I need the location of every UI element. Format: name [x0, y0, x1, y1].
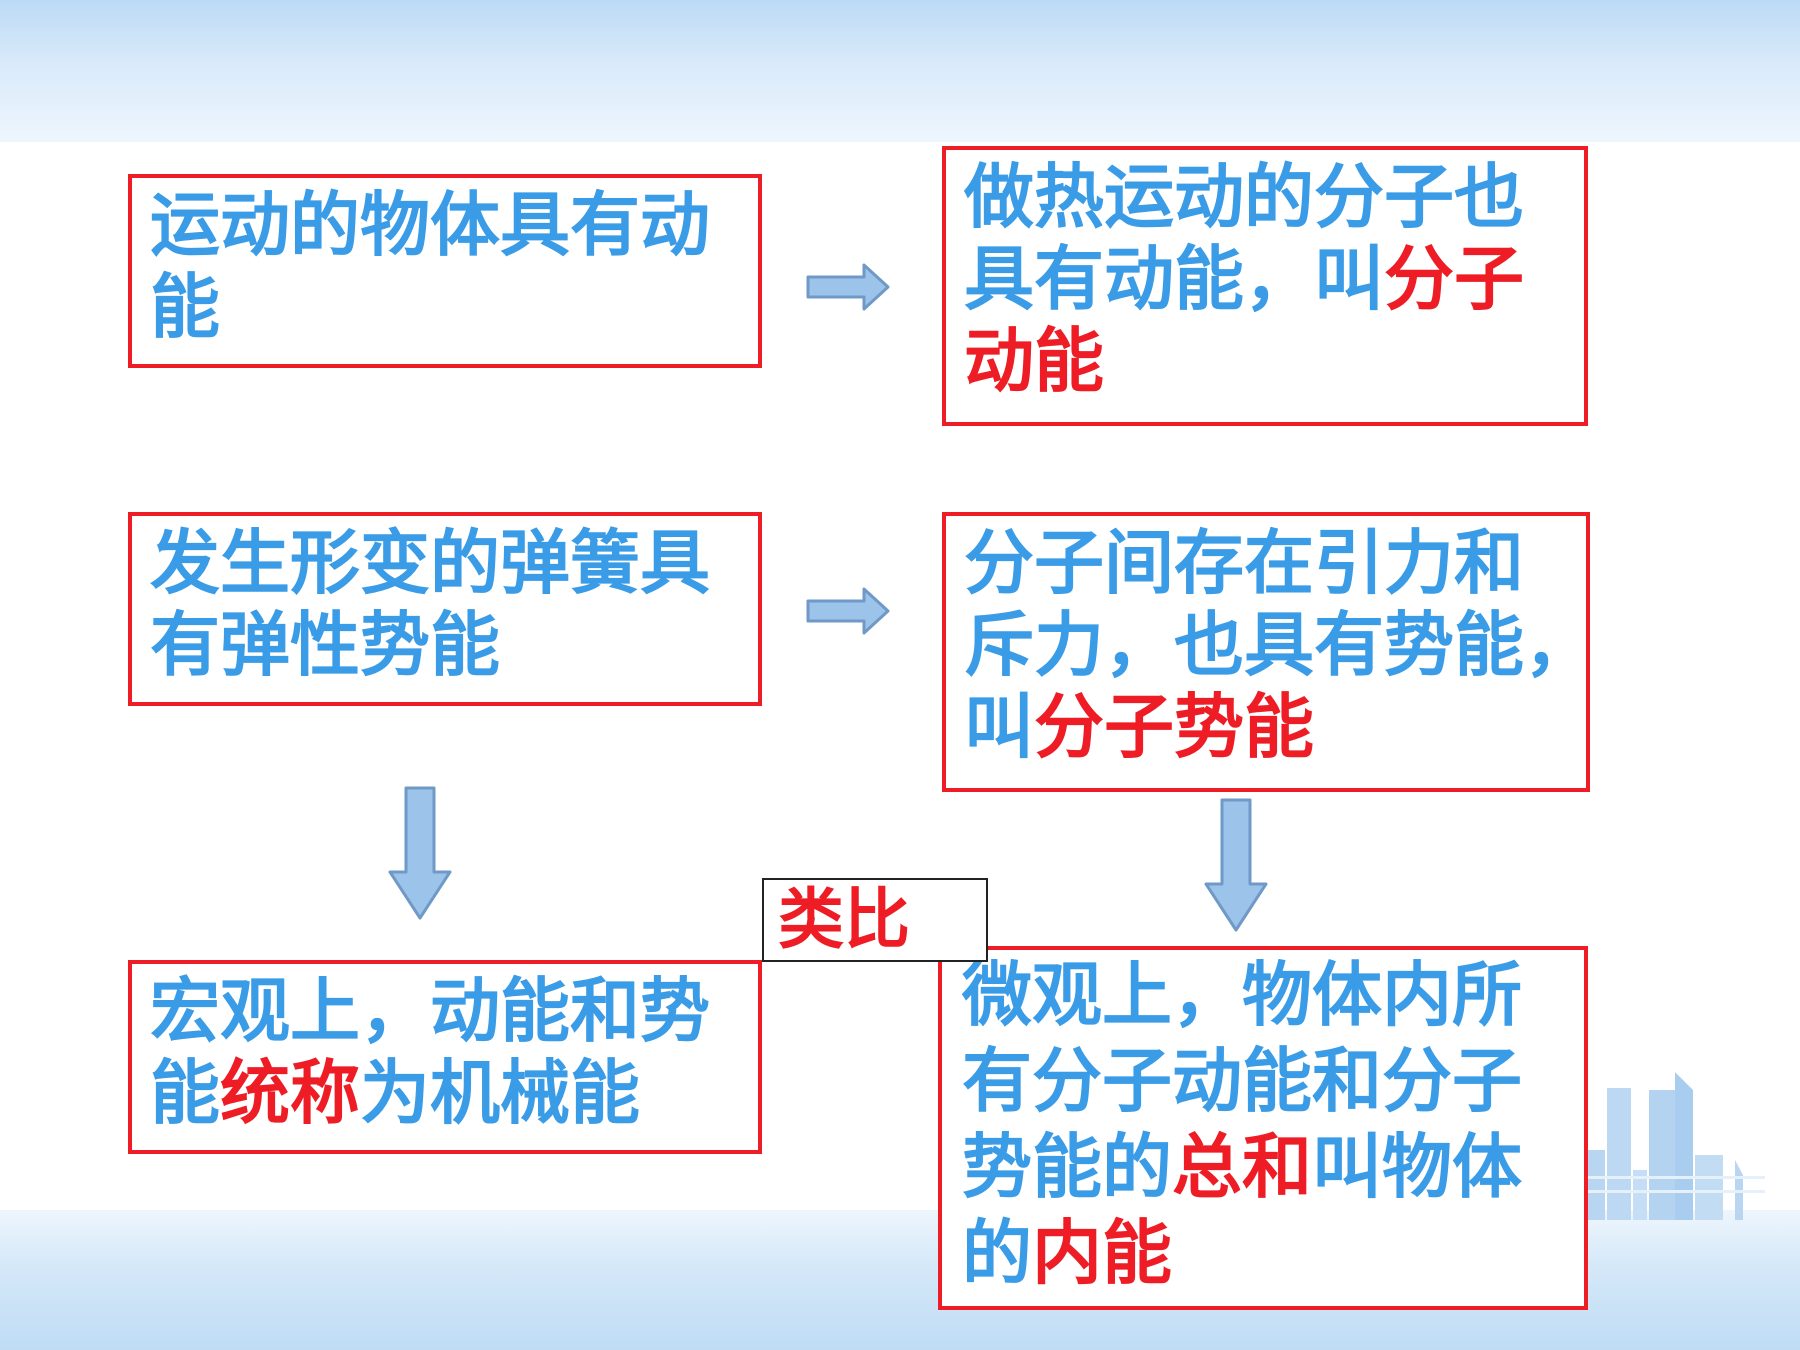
text-line: 分子间存在引力和	[964, 522, 1524, 604]
macro-kinetic-energy-text: 运动的物体具有动 能	[150, 184, 710, 348]
mechanical-energy-text: 宏观上，动能和势 能统称为机械能	[150, 970, 710, 1134]
down-arrow-icon	[1204, 798, 1268, 932]
analogy-label: 类比	[778, 881, 910, 958]
molecular-potential-energy-box: 分子间存在引力和 斥力，也具有势能， 叫分子势能	[942, 512, 1594, 792]
city-skyline-decoration	[1585, 1072, 1765, 1220]
text-line: 叫分子势能	[964, 686, 1594, 768]
molecular-kinetic-energy-text: 做热运动的分子也 具有动能，叫分子 动能	[964, 156, 1524, 402]
text-line: 发生形变的弹簧具	[150, 522, 710, 604]
text-line: 运动的物体具有动	[150, 184, 710, 266]
macro-kinetic-energy-box: 运动的物体具有动 能	[128, 174, 762, 368]
highlight-term: 分子势能	[1034, 686, 1314, 768]
text-segment: 叫	[964, 686, 1034, 768]
text-segment: 势能的	[962, 1126, 1172, 1208]
text-segment: 具有动能，叫	[964, 238, 1384, 320]
right-arrow-icon	[806, 587, 890, 635]
highlight-term: 动能	[964, 320, 1104, 402]
text-line: 做热运动的分子也	[964, 156, 1524, 238]
mechanical-energy-box: 宏观上，动能和势 能统称为机械能	[128, 960, 762, 1154]
text-segment: 为机械能	[360, 1052, 640, 1134]
right-arrow-icon	[806, 263, 890, 311]
elastic-potential-energy-box: 发生形变的弹簧具 有弹性势能	[128, 512, 762, 706]
highlight-term: 总和	[1172, 1126, 1312, 1208]
text-line: 有分子动能和分子	[962, 1040, 1522, 1122]
internal-energy-box: 微观上，物体内所 有分子动能和分子 势能的总和叫物体 的内能	[938, 946, 1588, 1310]
elastic-potential-energy-text: 发生形变的弹簧具 有弹性势能	[150, 522, 710, 686]
text-line: 的内能	[962, 1210, 1522, 1296]
text-line: 能	[150, 266, 220, 348]
header-band	[0, 0, 1800, 142]
text-segment: 能	[150, 1052, 220, 1134]
text-line: 微观上，物体内所	[962, 954, 1522, 1036]
down-arrow-icon	[388, 786, 452, 920]
highlight-term: 统称	[220, 1052, 360, 1134]
analogy-label-box: 类比	[762, 878, 988, 962]
text-line: 能统称为机械能	[150, 1052, 710, 1134]
highlight-term: 分子	[1384, 238, 1524, 320]
text-line: 斥力，也具有势能，	[964, 604, 1594, 686]
internal-energy-text: 微观上，物体内所 有分子动能和分子 势能的总和叫物体 的内能	[962, 952, 1522, 1296]
text-line: 宏观上，动能和势	[150, 970, 710, 1052]
text-segment: 的	[962, 1212, 1032, 1294]
text-line: 势能的总和叫物体	[962, 1124, 1522, 1210]
highlight-term: 内能	[1032, 1212, 1172, 1294]
text-line: 具有动能，叫分子	[964, 238, 1524, 320]
text-segment: 叫物体	[1312, 1126, 1522, 1208]
molecular-potential-energy-text: 分子间存在引力和 斥力，也具有势能， 叫分子势能	[964, 522, 1594, 768]
text-line: 有弹性势能	[150, 604, 500, 686]
molecular-kinetic-energy-box: 做热运动的分子也 具有动能，叫分子 动能	[942, 146, 1588, 426]
